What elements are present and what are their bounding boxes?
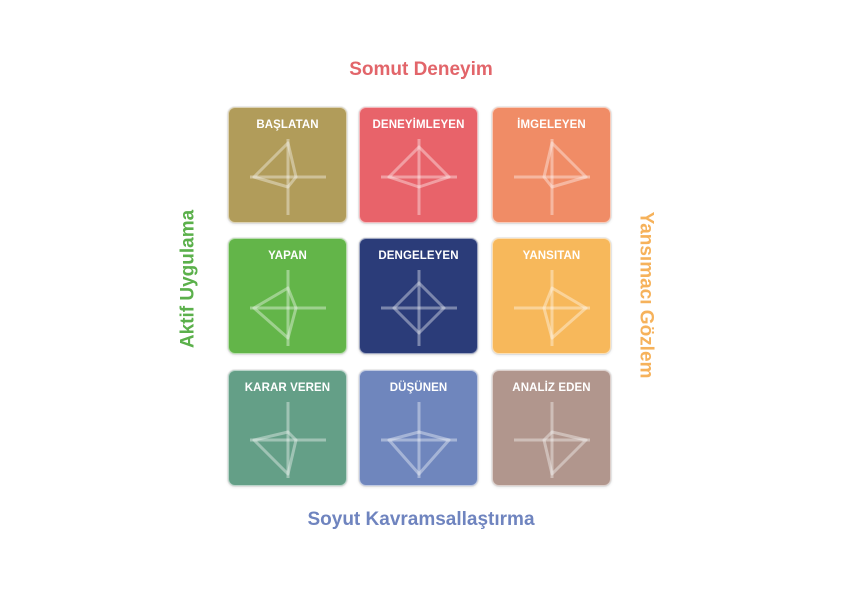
tile-title: YAPAN <box>268 250 307 262</box>
tile-analyzing: ANALİZ EDEN <box>492 370 611 486</box>
kite-shape <box>387 145 451 189</box>
kite-shape <box>387 430 451 476</box>
kite-shape <box>252 286 298 340</box>
axis-label-active-experimentation: Aktif Uygulama <box>177 209 199 349</box>
kite-diagram <box>381 139 457 215</box>
axis-label-abstract-conceptualization: Soyut Kavramsallaştırma <box>307 509 535 530</box>
axis-label-concrete-experience: Somut Deneyim <box>349 59 493 80</box>
kite-diagram <box>381 402 457 478</box>
axis-label-reflective-observation: Yansımacı Gözlem <box>635 211 657 379</box>
kite-shape <box>392 281 446 335</box>
kite-diagram <box>514 270 590 346</box>
kite-diagram <box>250 139 326 215</box>
tile-initiating: BAŞLATAN <box>228 107 347 223</box>
tile-title: ANALİZ EDEN <box>512 382 591 394</box>
kite-diagram <box>250 402 326 478</box>
tile-title: DENGELEYEN <box>378 250 459 262</box>
kite-diagram <box>514 402 590 478</box>
tile-experiencing: DENEYİMLEYEN <box>359 107 478 223</box>
tile-thinking: DÜŞÜNEN <box>359 370 478 486</box>
tile-title: YANSITAN <box>522 250 581 262</box>
kite-diagram <box>381 270 457 346</box>
tile-deciding: KARAR VEREN <box>228 370 347 486</box>
tile-title: İMGELEYEN <box>517 119 586 131</box>
tile-title: DÜŞÜNEN <box>389 382 448 394</box>
tile-reflecting: YANSITAN <box>492 238 611 354</box>
tile-acting: YAPAN <box>228 238 347 354</box>
tile-balancing: DENGELEYEN <box>359 238 478 354</box>
kite-diagram <box>250 270 326 346</box>
kite-shape <box>542 286 588 340</box>
tile-imagining: İMGELEYEN <box>492 107 611 223</box>
tile-title: DENEYİMLEYEN <box>372 119 465 131</box>
tile-title: KARAR VEREN <box>244 382 331 394</box>
tile-title: BAŞLATAN <box>256 119 319 131</box>
kite-diagram <box>514 139 590 215</box>
kite-shape <box>252 430 298 476</box>
kite-shape <box>542 430 588 476</box>
kite-shape <box>252 141 298 189</box>
kite-shape <box>542 141 588 189</box>
